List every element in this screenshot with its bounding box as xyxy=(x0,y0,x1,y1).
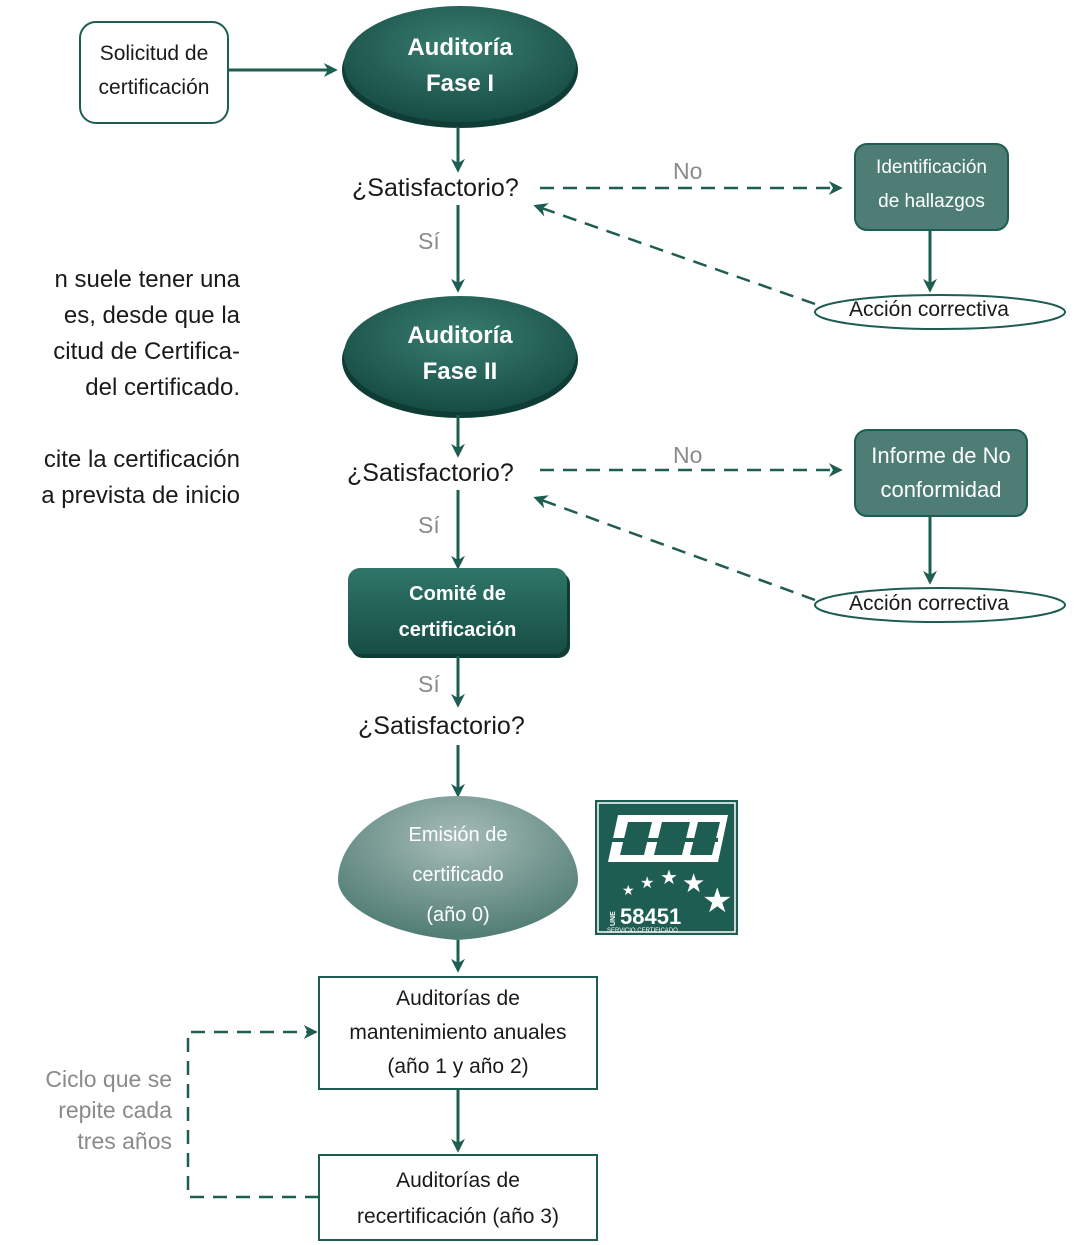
mant-line-1: Auditorías de xyxy=(396,987,520,1010)
intro-text: n suele tener una es, desde que la citud… xyxy=(0,262,240,514)
intro-line-2: es, desde que la xyxy=(63,302,240,329)
arrow-return2 xyxy=(533,495,816,602)
informe-label: Informe de No conformidad xyxy=(855,439,1027,507)
svg-text:58451: 58451 xyxy=(620,904,681,929)
intro-line-5 xyxy=(0,406,240,442)
accion2-ellipse xyxy=(814,587,1066,623)
comite-line-1: Comité de xyxy=(409,583,506,605)
fase2-line-1: Auditoría xyxy=(407,322,513,349)
mant-line-2: mantenimiento anuales xyxy=(349,1021,567,1044)
fase2-ellipse xyxy=(344,296,576,412)
mant-label: Auditorías de mantenimiento anuales (año… xyxy=(319,982,597,1084)
fase2-line-2: Fase II xyxy=(422,358,498,385)
recert-line-2: recertificación (año 3) xyxy=(357,1205,559,1228)
fase1-ellipse xyxy=(344,6,576,122)
question-1: ¿Satisfactorio? xyxy=(352,174,519,203)
svg-text:SERVICIO CERTIFICADO: SERVICIO CERTIFICADO xyxy=(607,928,678,934)
svg-text:★: ★ xyxy=(702,881,732,921)
accion1-ellipse xyxy=(814,294,1066,330)
arrow-return1 xyxy=(533,203,816,306)
svg-text:★: ★ xyxy=(640,873,654,892)
question-2: ¿Satisfactorio? xyxy=(347,459,514,488)
intro-line-3: citud de Certifica- xyxy=(53,338,240,365)
informe-line-2: conformidad xyxy=(880,477,1002,502)
informe-line-1: Informe de No xyxy=(871,443,1011,468)
comite-label: Comité de certificación xyxy=(348,576,567,648)
emision-shape xyxy=(338,796,578,940)
si-label-1: Sí xyxy=(418,228,440,254)
intro-line-7: a prevista de inicio xyxy=(41,482,240,509)
hallazgos-label: Identificación de hallazgos xyxy=(855,151,1008,219)
emision-line-3: (año 0) xyxy=(426,904,490,926)
solicitud-label: Solicitud de certificación xyxy=(80,37,228,105)
ciclo-label: Ciclo que se repite cada tres años xyxy=(0,1064,172,1157)
no-label-1: No xyxy=(673,158,703,184)
fase1-line-1: Auditoría xyxy=(407,34,513,61)
ciclo-line-1: Ciclo que se xyxy=(45,1066,172,1092)
ciclo-line-2: repite cada xyxy=(58,1097,172,1123)
fase2-label: Auditoría Fase II xyxy=(344,318,576,390)
informe-box xyxy=(854,429,1028,517)
question-3: ¿Satisfactorio? xyxy=(358,712,525,741)
accion2-label: Acción correctiva xyxy=(849,592,1009,615)
recert-label: Auditorías de recertificación (año 3) xyxy=(319,1163,597,1235)
svg-text:★: ★ xyxy=(660,865,678,889)
ciclo-line-3: tres años xyxy=(77,1128,172,1154)
cycle-loop xyxy=(186,1025,319,1199)
intro-line-6: cite la certificación xyxy=(43,446,240,473)
accion1-label: Acción correctiva xyxy=(849,298,1009,321)
solicitud-line-2: certificación xyxy=(98,76,210,99)
si-label-2: Sí xyxy=(418,512,440,538)
fase1-line-2: Fase I xyxy=(425,70,495,97)
emision-line-1: Emisión de xyxy=(408,824,508,846)
comite-line-2: certificación xyxy=(398,619,517,641)
recert-line-1: Auditorías de xyxy=(396,1169,520,1192)
hallazgos-line-1: Identificación xyxy=(876,157,987,178)
svg-text:★: ★ xyxy=(682,869,705,899)
intro-line-4: del certificado. xyxy=(85,374,240,401)
comite-box xyxy=(348,568,567,654)
emision-line-2: certificado xyxy=(412,864,504,886)
solicitud-line-1: Solicitud de xyxy=(99,42,209,65)
intro-line-1: n suele tener una xyxy=(54,266,240,293)
svg-text:UNE: UNE xyxy=(610,911,617,926)
no-label-2: No xyxy=(673,442,703,468)
eqa-logo: ★ ★ ★ ★ ★ UNE 58451 SERVICIO CERTIFICADO xyxy=(595,800,738,935)
fase1-label: Auditoría Fase I xyxy=(344,30,576,102)
si-label-3: Sí xyxy=(418,671,440,697)
solicitud-box xyxy=(79,21,229,124)
emision-label: Emisión de certificado (año 0) xyxy=(348,815,568,935)
hallazgos-line-2: de hallazgos xyxy=(878,191,985,212)
mant-line-3: (año 1 y año 2) xyxy=(387,1055,529,1078)
svg-text:★: ★ xyxy=(622,883,635,899)
